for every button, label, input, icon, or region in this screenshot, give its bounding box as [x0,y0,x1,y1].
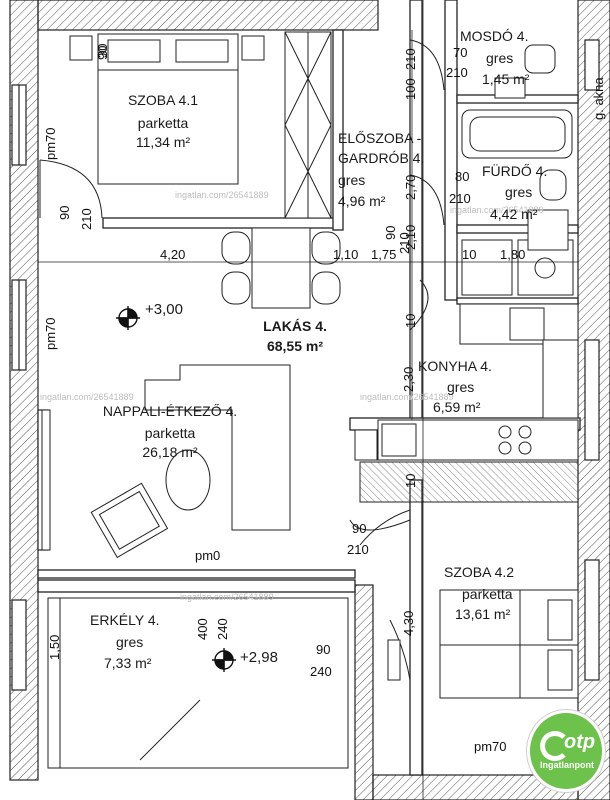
room-floor-konyha: gres [447,379,475,395]
dimension-label: 210 [449,191,471,206]
room-area-szoba-4-1: 11,34 m² [135,134,191,150]
watermark: ingatlan.com/26541889 [180,592,274,602]
room-floor-nappali: parketta [144,425,196,441]
dimension-label: 10 [403,313,418,328]
dimension-label: 90 [57,205,72,220]
dimension-label: 2,10 [403,224,418,250]
dimension-label: 90 [352,521,367,536]
dimension-label: 90 [316,642,331,657]
wardrobe [284,31,332,219]
dining-table [221,227,341,309]
dimension-label: 2,30 [401,366,416,392]
dimension-label: 90 [95,45,110,60]
room-floor-eloszoba: gres [338,172,366,188]
watermark: ingatlan.com/26541889 [360,392,454,402]
dimension-label: 210 [403,48,418,70]
sill-height-label: pm0 [195,548,221,563]
room-floor-szoba-4-2: parketta [462,586,513,602]
room-name-konyha: KONYHA 4. [418,358,492,374]
watermark: ingatlan.com/26541889 [40,392,134,402]
room-floor-furdo: gres [505,184,533,200]
dimension-label: 240 [310,664,332,679]
room-floor-szoba-4-1: parketta [137,115,189,131]
sill-height-label: pm70 [43,127,58,160]
room-name-furdo: FÜRDŐ 4. [482,163,548,179]
room-area-eloszoba: 4,96 m² [338,193,386,209]
room-name-eloszoba: ELŐSZOBA - [338,130,422,146]
kitchen-counters [354,303,579,503]
apartment-area: 68,55 m² [266,338,324,354]
dimension-label: 90 [383,225,398,240]
sill-height-label: pm70 [474,739,507,754]
dimension-label: 70 [453,45,468,60]
inner-walls [37,0,581,776]
room-area-konyha: 6,59 m² [433,399,481,415]
dimension-label: 210 [446,65,468,80]
dimension-label: 1,75 [371,247,397,262]
dimension-label: 240 [215,618,230,640]
dimension-label: 210 [79,208,94,230]
room-floor-mosdo: gres [486,50,514,66]
dimension-lines [38,0,578,800]
dimension-label: 10 [462,247,477,262]
dimension-label: 1,10 [333,247,359,262]
room-area-szoba-4-2: 13,61 m² [455,606,511,622]
dimension-label: 4,20 [160,247,186,262]
room-area-furdo: 4,42 m² [490,206,538,222]
logo-mark-icon [540,731,570,761]
dimension-label: 80 [455,169,470,184]
dimension-label: 1,80 [500,247,526,262]
dimension-label: 1,50 [47,634,62,660]
otp-logo: otp Ingatlanpont [527,710,605,792]
bed-room-4-2 [439,589,579,699]
bed-double [69,33,265,185]
dimension-label: 210 [347,542,369,557]
room-area-mosdo: 1,45 m² [482,71,530,87]
apartment-name: LAKÁS 4. [263,318,327,334]
level-balcony: +2,98 [240,649,278,666]
room-name-erkely: ERKÉLY 4. [90,612,160,628]
room-name-mosdo: MOSDÓ 4. [460,28,529,44]
sofa [41,364,291,559]
watermark: ingatlan.com/26541889 [450,205,544,215]
logo-subtitle: Ingatlanpont [540,760,594,770]
dimension-label: 10 [403,473,418,488]
room-name-szoba-4-2: SZOBA 4.2 [444,564,515,580]
level-main: +3,00 [145,301,183,318]
bathroom-fixtures [461,44,574,296]
room-area-nappali: 26,18 m² [142,444,198,460]
room-name-nappali: NAPPALI-ÉTKEZŐ 4. [102,403,238,419]
sill-height-label: pm70 [43,317,58,350]
shaft-label: g. akna [591,77,606,120]
dimension-label: 100 [403,78,418,100]
room-floor-erkely: gres [116,634,144,650]
room-area-erkely: 7,33 m² [104,655,152,671]
level-markers [116,306,236,672]
watermark: ingatlan.com/26541889 [175,190,269,200]
dimension-label: 400 [195,618,210,640]
room-name-gardrob: GARDRÓB 4. [338,150,425,166]
dimension-label: 4,30 [401,610,416,636]
logo-brand: otp [564,731,596,753]
room-name-szoba-4-1: SZOBA 4.1 [127,92,199,108]
balcony [47,597,401,769]
dimension-label: 2,70 [403,174,418,200]
